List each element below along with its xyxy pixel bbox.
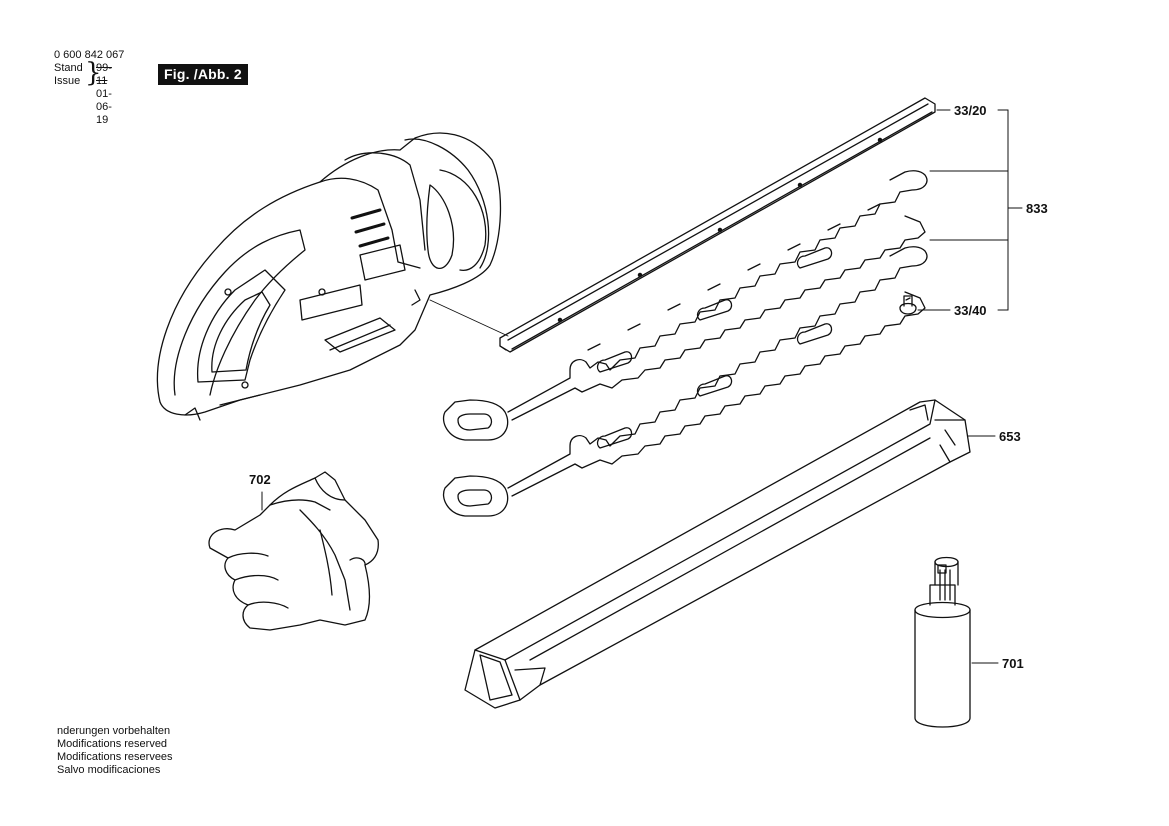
- notice-line-es: Salvo modificaciones: [57, 764, 161, 776]
- hedge-trimmer-housing: [156, 132, 502, 421]
- notice-line-fr: Modifications reservees: [57, 751, 173, 763]
- lower-blade-part: [442, 246, 928, 517]
- issue-label: Issue: [54, 75, 81, 87]
- stand-value: 99-11: [96, 62, 112, 87]
- brace-icon: }: [85, 58, 102, 88]
- notice-line-de: nderungen vorbehalten: [57, 725, 171, 737]
- upper-blade-part: [442, 170, 928, 441]
- issue-value: 01-06-19: [96, 88, 112, 126]
- stand-label: Stand: [54, 62, 83, 74]
- callout-701: 701: [1002, 656, 1024, 671]
- modifications-notice: nderungen vorbehalten Modifications rese…: [57, 725, 173, 777]
- guide-rail-part: [499, 97, 936, 353]
- screw-part: [899, 295, 917, 315]
- document-header: 0 600 842 067: [54, 49, 124, 62]
- callout-653: 653: [999, 429, 1021, 444]
- figure-label: Fig. /Abb. 2: [158, 64, 248, 85]
- gloves-part: [208, 471, 379, 631]
- callout-702: 702: [249, 472, 271, 487]
- blade-sheath-part: [464, 399, 971, 709]
- callout-lines: [261, 109, 1023, 664]
- callout-33-40: 33/40: [954, 303, 987, 318]
- callout-833: 833: [1026, 201, 1048, 216]
- callout-33-20: 33/20: [954, 103, 987, 118]
- oil-bottle-part: [914, 556, 971, 728]
- document-number: 0 600 842 067: [54, 49, 125, 61]
- notice-line-en: Modifications reserved: [57, 738, 168, 750]
